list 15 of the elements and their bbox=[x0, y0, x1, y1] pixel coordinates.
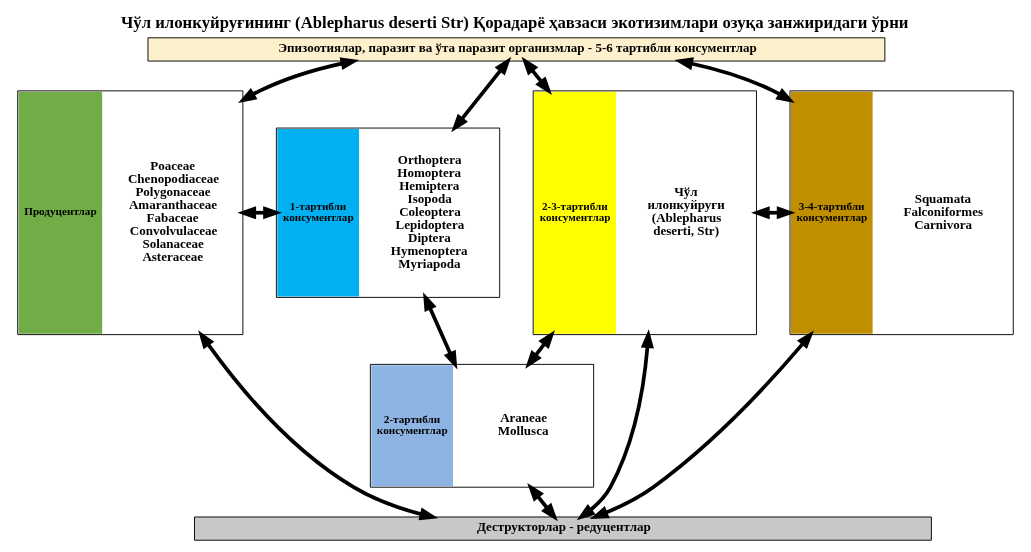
arrow bbox=[451, 56, 512, 133]
arrow bbox=[198, 330, 439, 521]
arrow bbox=[751, 206, 796, 220]
arrow bbox=[527, 483, 558, 522]
arrow bbox=[423, 292, 458, 370]
arrow bbox=[576, 329, 654, 521]
arrow bbox=[589, 330, 814, 520]
node-box: Эпизоотиялар, паразит ва ўта паразит организмлар - 5-6 тартибли консументлар bbox=[147, 37, 886, 62]
arrow bbox=[237, 206, 282, 220]
diagram-title: Чўл илонкуйруғининг (Ablepharus deserti Str) Қорадарё ҳавзаси экотизимлари озуқа занжиридаги ўрни bbox=[121, 12, 909, 32]
arrow bbox=[521, 56, 552, 96]
arrow bbox=[238, 57, 360, 103]
node-box: Деструкторлар - редуцентлар bbox=[194, 516, 932, 541]
arrow bbox=[525, 330, 555, 369]
arrow bbox=[674, 57, 795, 103]
